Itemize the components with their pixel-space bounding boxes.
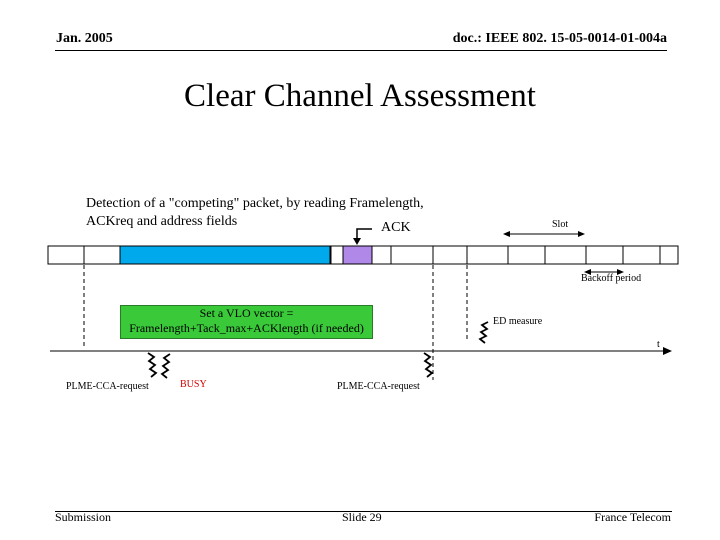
slide-title: Clear Channel Assessment: [184, 78, 536, 114]
footer-divider: [55, 511, 672, 512]
backoff-arrowhead-right: [617, 269, 624, 275]
cca-request-label-2: PLME-CCA-request: [337, 381, 420, 392]
ack-pointer-arrowhead: [353, 238, 361, 245]
header-divider: [55, 50, 667, 51]
cca-request-label-1: PLME-CCA-request: [66, 381, 149, 392]
packet-block: [119, 245, 331, 265]
footer-slide-number: Slide 29: [342, 510, 382, 524]
time-axis-arrowhead: [663, 347, 672, 355]
request-squiggle-icon: [423, 352, 434, 378]
busy-label: BUSY: [180, 379, 207, 390]
slot-arrowhead-left: [503, 231, 510, 237]
slot-arrowhead-right: [578, 231, 585, 237]
request-squiggle-icon: [147, 352, 158, 378]
slot-label: Slot: [552, 219, 569, 230]
ed-measure-label: ED measure: [493, 316, 543, 327]
footer-organization: France Telecom: [594, 510, 671, 524]
ack-label: ACK: [381, 220, 411, 235]
vlo-vector-box: Set a VLO vector = Framelength+Tack_max+…: [120, 305, 373, 339]
ack-block: [342, 245, 373, 265]
ack-pointer-arrow: [356, 228, 372, 240]
backoff-arrowhead-left: [584, 269, 591, 275]
ed-measure-squiggle-icon: [478, 321, 489, 344]
header-doc-id: doc.: IEEE 802. 15-05-0014-01-004a: [452, 31, 667, 46]
footer-submission: Submission: [55, 510, 112, 524]
time-axis-label: t: [657, 339, 660, 350]
busy-squiggle-icon: [160, 353, 171, 379]
backoff-period-label: Backoff period: [581, 273, 642, 284]
detection-description: Detection of a "competing" packet, by re…: [86, 196, 424, 229]
header-date: Jan. 2005: [56, 31, 113, 46]
